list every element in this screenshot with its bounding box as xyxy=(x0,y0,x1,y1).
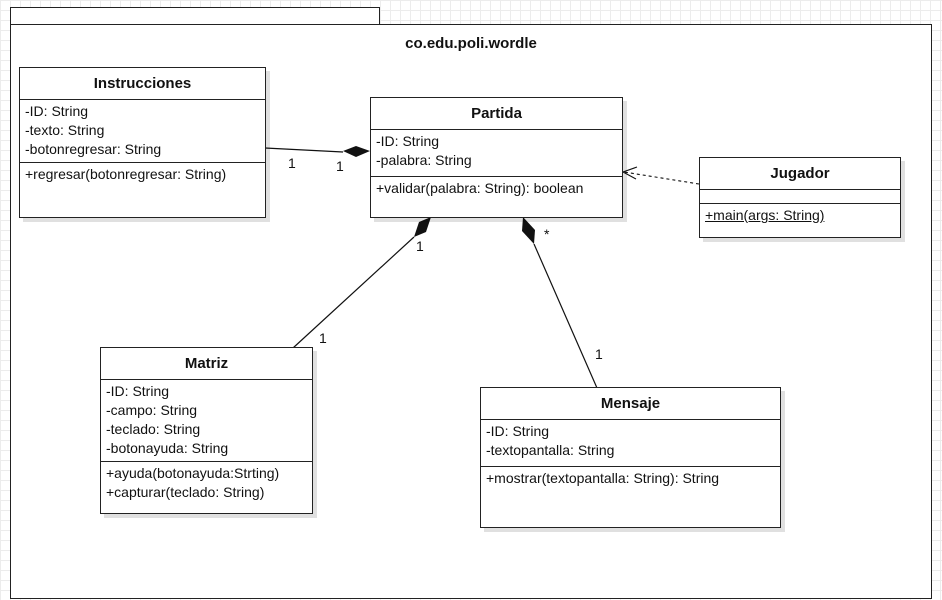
class-mensaje[interactable]: Mensaje -ID: String -textopantalla: Stri… xyxy=(480,387,781,528)
method: +ayuda(botonayuda:Strting) xyxy=(106,465,280,481)
matriz-partida-line xyxy=(292,236,415,349)
mensaje-partida-line xyxy=(533,243,598,389)
method: +mostrar(textopantalla: String): String xyxy=(486,470,720,486)
mensaje-partida-diamond xyxy=(522,217,535,244)
methods-section: +regresar(botonregresar: String) xyxy=(20,163,265,187)
attribute: -texto: String xyxy=(25,122,105,138)
method: +validar(palabra: String): boolean xyxy=(376,180,584,196)
attribute: -teclado: String xyxy=(106,421,201,437)
class-instrucciones[interactable]: Instrucciones -ID: String -texto: String… xyxy=(19,67,266,218)
attributes-section: -ID: String -textopantalla: String xyxy=(481,420,780,467)
matriz-mult-target: 1 xyxy=(416,238,424,254)
methods-section: +ayuda(botonayuda:Strting) +capturar(tec… xyxy=(101,462,312,505)
instrucciones-partida-line xyxy=(264,147,344,153)
attribute: -palabra: String xyxy=(376,152,472,168)
class-name: Partida xyxy=(371,98,622,130)
class-name: Instrucciones xyxy=(20,68,265,100)
class-matriz[interactable]: Matriz -ID: String -campo: String -tecla… xyxy=(100,347,313,514)
methods-section: +main(args: String) xyxy=(700,204,900,228)
attribute: -botonregresar: String xyxy=(25,141,162,157)
class-partida[interactable]: Partida -ID: String -palabra: String +va… xyxy=(370,97,623,218)
methods-section: +validar(palabra: String): boolean xyxy=(371,177,622,201)
instrucciones-mult-target: 1 xyxy=(336,158,344,174)
attribute: -ID: String xyxy=(486,423,550,439)
jugador-partida-arrowhead xyxy=(621,166,638,180)
class-jugador[interactable]: Jugador +main(args: String) xyxy=(699,157,901,238)
class-name: Jugador xyxy=(700,158,900,190)
attributes-section: -ID: String -campo: String -teclado: Str… xyxy=(101,380,312,462)
attributes-section xyxy=(700,190,900,204)
method: +regresar(botonregresar: String) xyxy=(25,166,227,182)
attribute: -ID: String xyxy=(376,133,440,149)
attribute: -ID: String xyxy=(25,103,89,119)
jugador-partida-dependency-line xyxy=(623,171,700,185)
instrucciones-partida-diamond xyxy=(343,146,370,157)
instrucciones-mult-source: 1 xyxy=(288,155,296,171)
attributes-section: -ID: String -texto: String -botonregresa… xyxy=(20,100,265,163)
mensaje-mult-target: * xyxy=(544,226,550,242)
attributes-section: -ID: String -palabra: String xyxy=(371,130,622,177)
package-title: co.edu.poli.wordle xyxy=(405,35,537,52)
class-name: Matriz xyxy=(101,348,312,380)
mensaje-mult-source: 1 xyxy=(595,346,603,362)
package-tab xyxy=(10,7,380,26)
attribute: -botonayuda: String xyxy=(106,440,229,456)
matriz-mult-source: 1 xyxy=(319,330,327,346)
class-name: Mensaje xyxy=(481,388,780,420)
attribute: -ID: String xyxy=(106,383,170,399)
attribute: -campo: String xyxy=(106,402,198,418)
method: +main(args: String) xyxy=(705,207,825,223)
attribute: -textopantalla: String xyxy=(486,442,615,458)
methods-section: +mostrar(textopantalla: String): String xyxy=(481,467,780,491)
method: +capturar(teclado: String) xyxy=(106,484,265,500)
matriz-partida-diamond xyxy=(414,217,431,237)
